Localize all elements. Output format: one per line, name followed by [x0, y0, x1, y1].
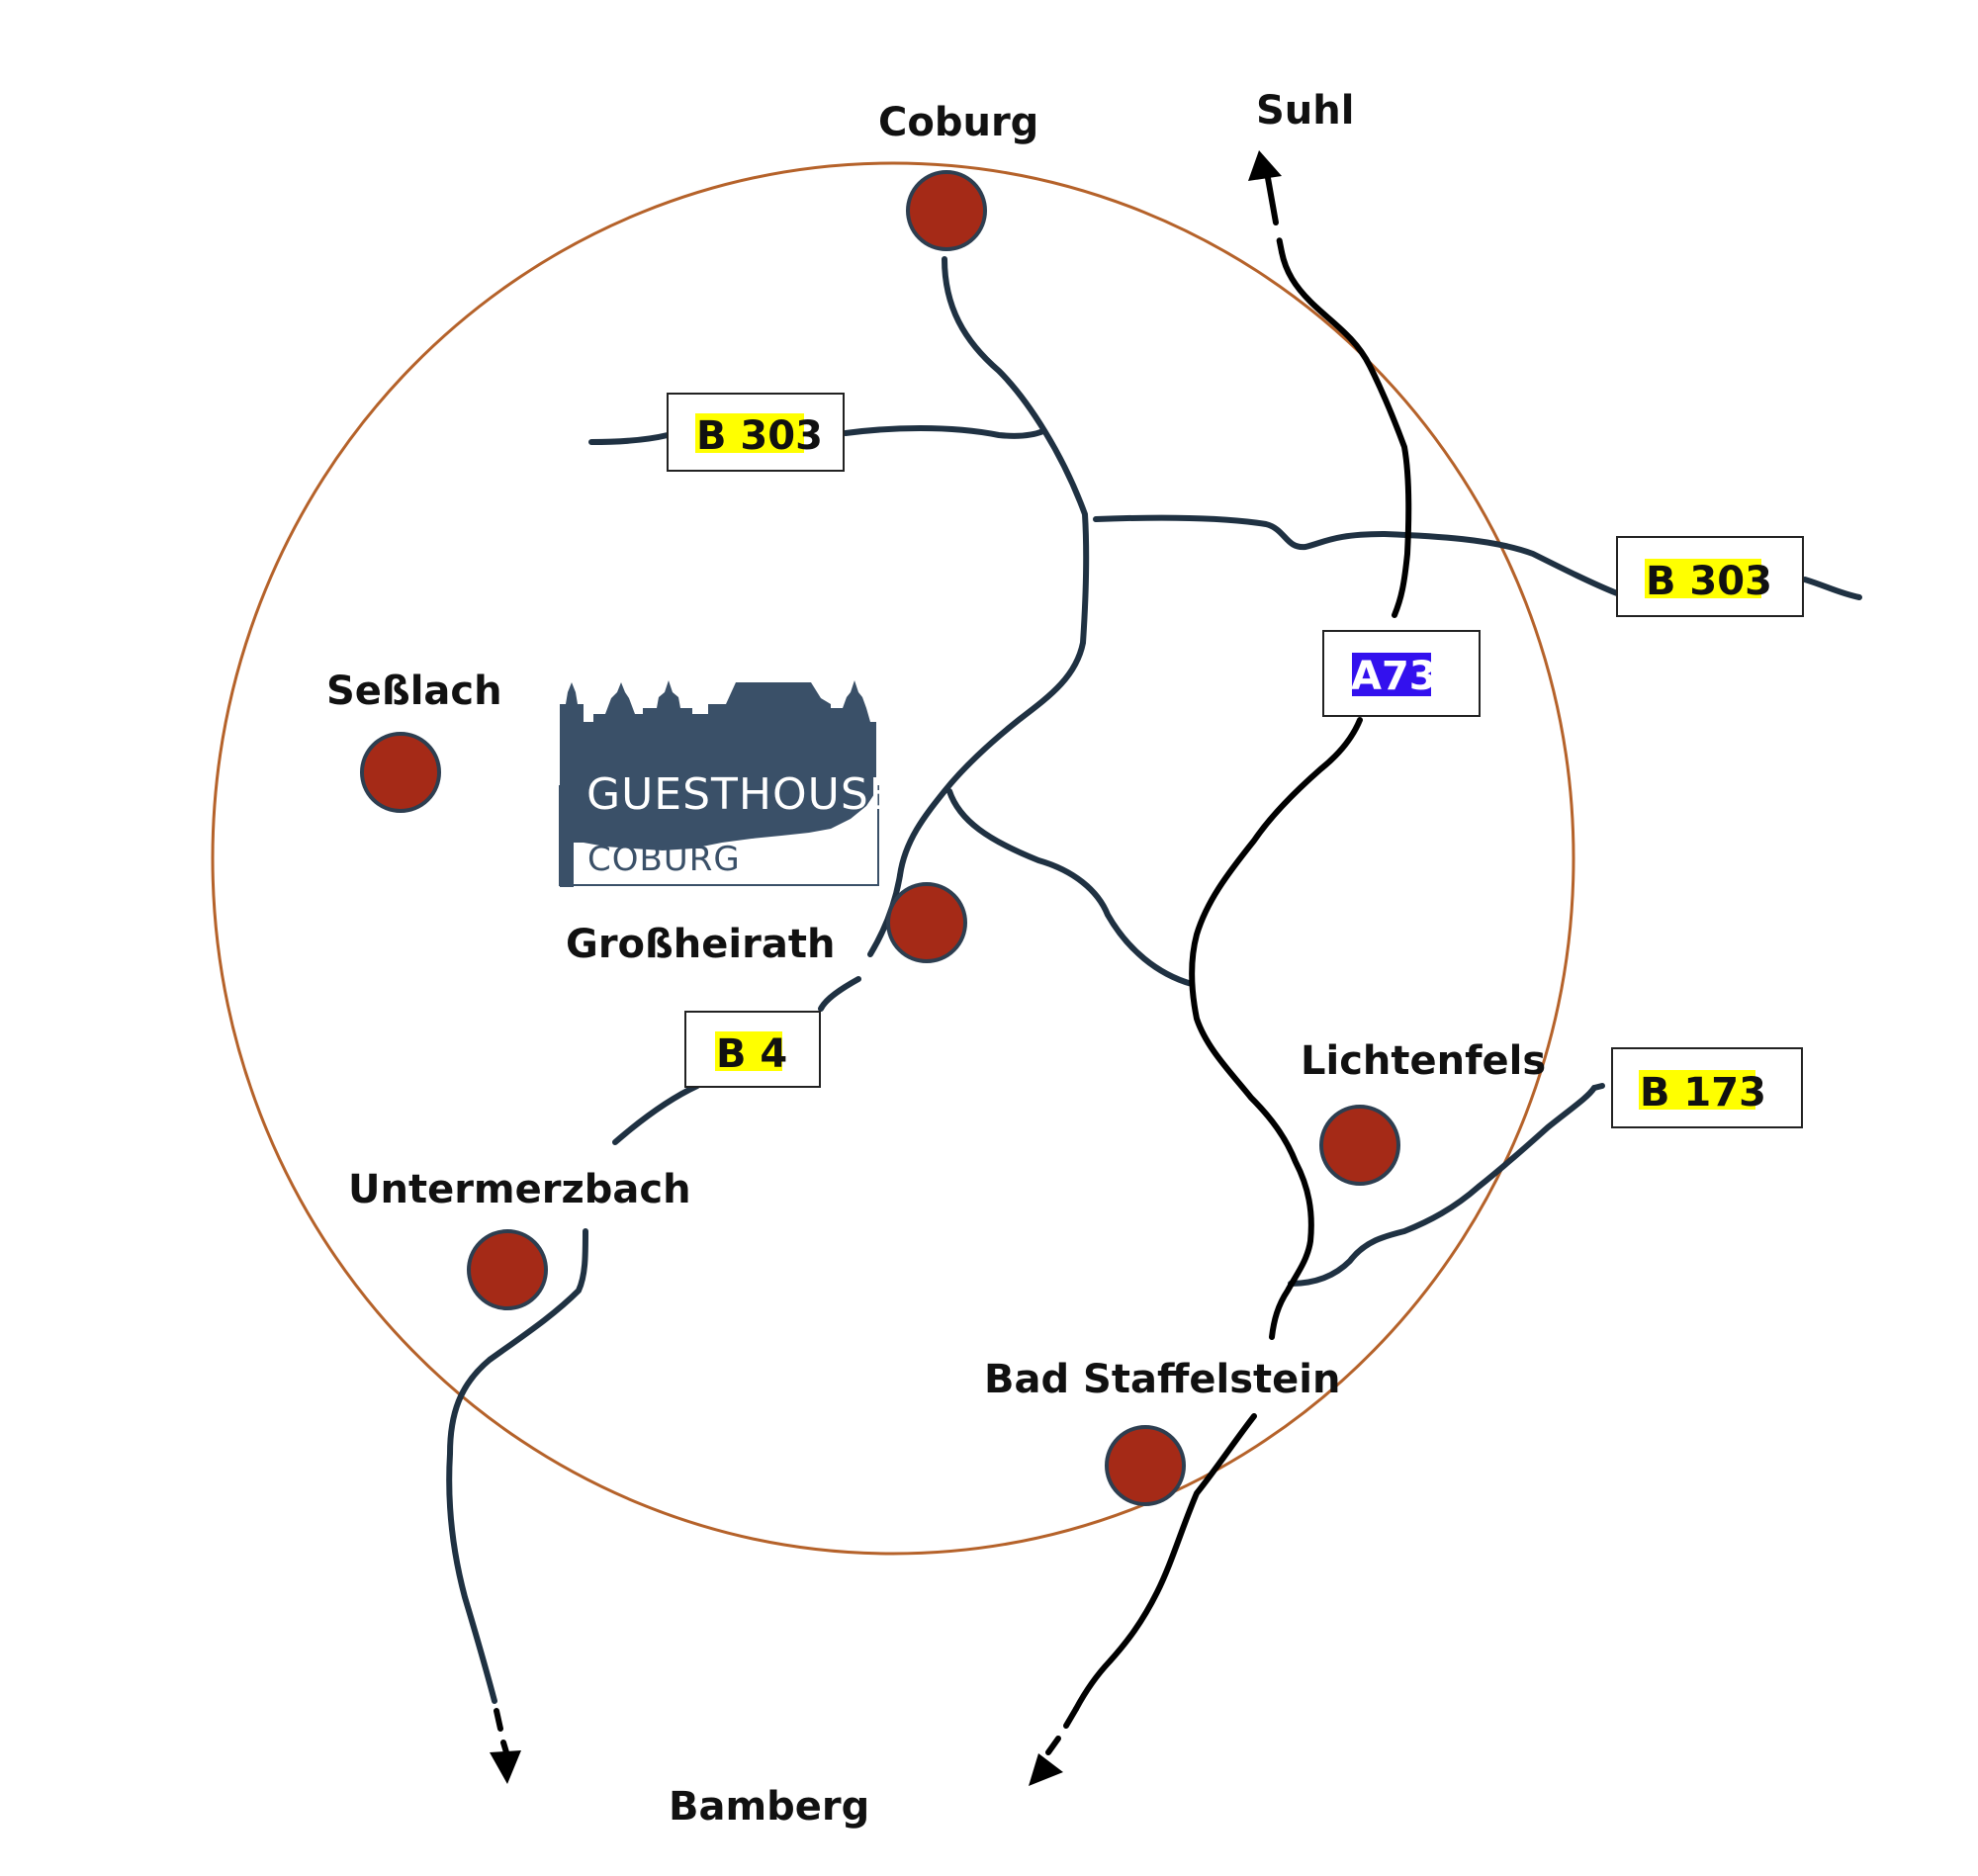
marker-bad-staffelstein[interactable] — [1105, 1425, 1186, 1506]
arrow-to-bamberg-a73 — [1045, 1706, 1079, 1755]
castle-icon — [560, 680, 876, 887]
arrow-to-bamberg-west — [494, 1708, 509, 1755]
city-label-untermerzbach: Untermerzbach — [348, 1167, 691, 1212]
road-b303-east — [1093, 514, 1620, 596]
city-label-lichtenfels: Lichtenfels — [1301, 1038, 1546, 1084]
bundesstrasse-network — [446, 256, 1862, 1704]
road-b303-east-end — [1802, 577, 1862, 600]
marker-grossheirath[interactable] — [886, 882, 967, 963]
a73-north-segment — [1279, 249, 1412, 618]
road-label-b173: B 173 — [1640, 1070, 1766, 1116]
road-sign-b173: B 173 — [1611, 1047, 1803, 1128]
destination-label-suhl: Suhl — [1256, 88, 1354, 134]
city-markers — [360, 170, 1400, 1506]
road-label-b303-west: B 303 — [696, 413, 823, 459]
a73-middle-segment — [1189, 717, 1363, 1340]
road-label-a73: A73 — [1351, 654, 1437, 699]
road-sign-b303-west: B 303 — [667, 393, 845, 472]
city-label-sesslach: Seßlach — [326, 669, 502, 714]
city-label-coburg: Coburg — [878, 100, 1038, 145]
road-b173 — [1288, 1085, 1597, 1287]
logo-subtitle: COBURG — [587, 840, 741, 879]
arrow-head-bamberg-west — [490, 1750, 521, 1784]
road-b303-west — [588, 432, 671, 445]
radius-ring-outline — [211, 161, 1575, 1556]
marker-lichtenfels[interactable] — [1319, 1105, 1400, 1186]
road-label-b303-east: B 303 — [1646, 559, 1772, 604]
marker-sesslach[interactable] — [360, 732, 441, 813]
arrow-head-suhl — [1248, 150, 1282, 181]
autobahn-a73 — [490, 150, 1412, 1786]
road-b4-middle — [818, 976, 861, 1012]
road-sign-b4: B 4 — [684, 1011, 821, 1088]
road-b173-end — [1591, 1083, 1605, 1091]
road-b303-west-right — [843, 425, 1046, 439]
road-sign-b303-east: B 303 — [1616, 536, 1804, 617]
logo-title: GUESTHOUSE — [586, 769, 898, 820]
road-untermerzbach-south — [446, 1228, 588, 1704]
arrow-to-suhl — [1275, 229, 1285, 255]
destination-label-bamberg: Bamberg — [669, 1784, 869, 1830]
road-sign-a73: A73 — [1322, 630, 1481, 717]
marker-untermerzbach[interactable] — [467, 1229, 548, 1310]
road-branch-to-a73 — [946, 788, 1195, 987]
road-coburg-south — [897, 256, 1090, 878]
marker-coburg[interactable] — [906, 170, 987, 251]
road-label-b4: B 4 — [716, 1031, 787, 1077]
guesthouse-logo[interactable]: GUESTHOUSE COBURG — [559, 680, 898, 887]
arrow-head-bamberg-a73 — [1029, 1753, 1063, 1786]
arrow-to-suhl-shaft — [1265, 175, 1279, 225]
a73-to-bamberg — [1073, 1413, 1257, 1712]
city-label-grossheirath: Großheirath — [566, 922, 835, 967]
road-b4-south — [612, 1083, 700, 1145]
city-label-bad-staffelstein: Bad Staffelstein — [984, 1357, 1340, 1402]
